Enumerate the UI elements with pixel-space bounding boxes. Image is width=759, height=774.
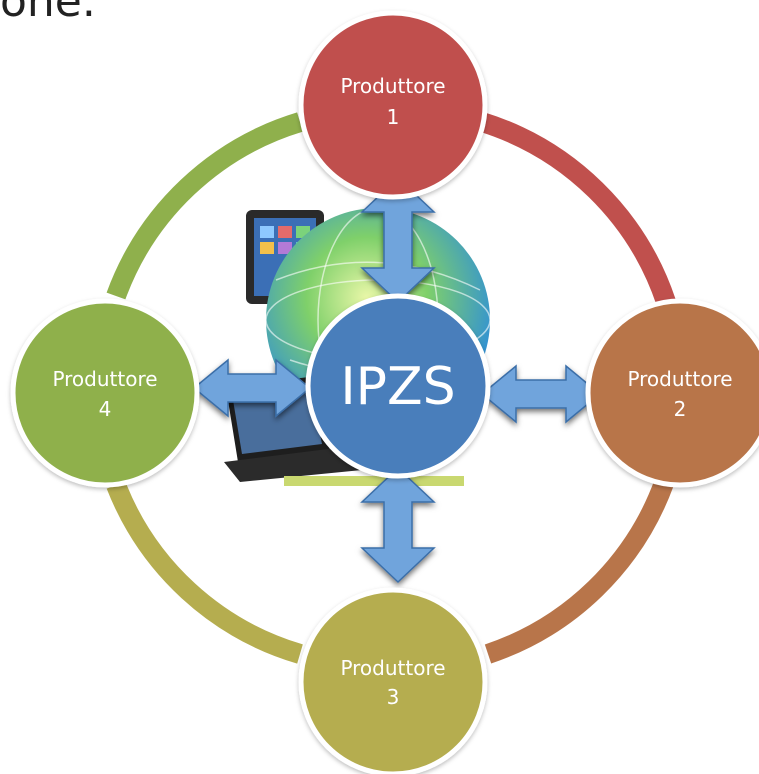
producer-4-label: Produttore: [52, 367, 157, 391]
double-arrow-bottom-icon: [360, 466, 436, 584]
caption-fragment: one.: [0, 0, 96, 27]
double-arrow-right-icon: [480, 364, 602, 424]
producer-1-number: 1: [387, 105, 400, 129]
producer-node-1: Produttore 1: [298, 10, 488, 200]
ring-arc-bottom-right: [484, 479, 674, 664]
producer-3-label: Produttore: [340, 656, 445, 680]
producer-3-number: 3: [387, 685, 400, 709]
arrows: [192, 176, 602, 584]
ipzs-label: IPZS: [340, 357, 455, 417]
producer-2-number: 2: [674, 397, 687, 421]
producer-2-label: Produttore: [627, 367, 732, 391]
producer-node-4: Produttore 4: [10, 298, 200, 488]
producer-node-2: Produttore 2: [585, 298, 759, 488]
connection-ring: [106, 112, 676, 664]
ring-arc-top-left: [106, 112, 303, 300]
ipzs-center-node: IPZS: [305, 293, 491, 479]
producer-node-3: Produttore 3: [298, 587, 488, 774]
producer-4-number: 4: [99, 397, 112, 421]
producer-1-label: Produttore: [340, 74, 445, 98]
ring-arc-top-right: [479, 112, 676, 306]
ring-arc-bottom-left: [106, 481, 303, 664]
